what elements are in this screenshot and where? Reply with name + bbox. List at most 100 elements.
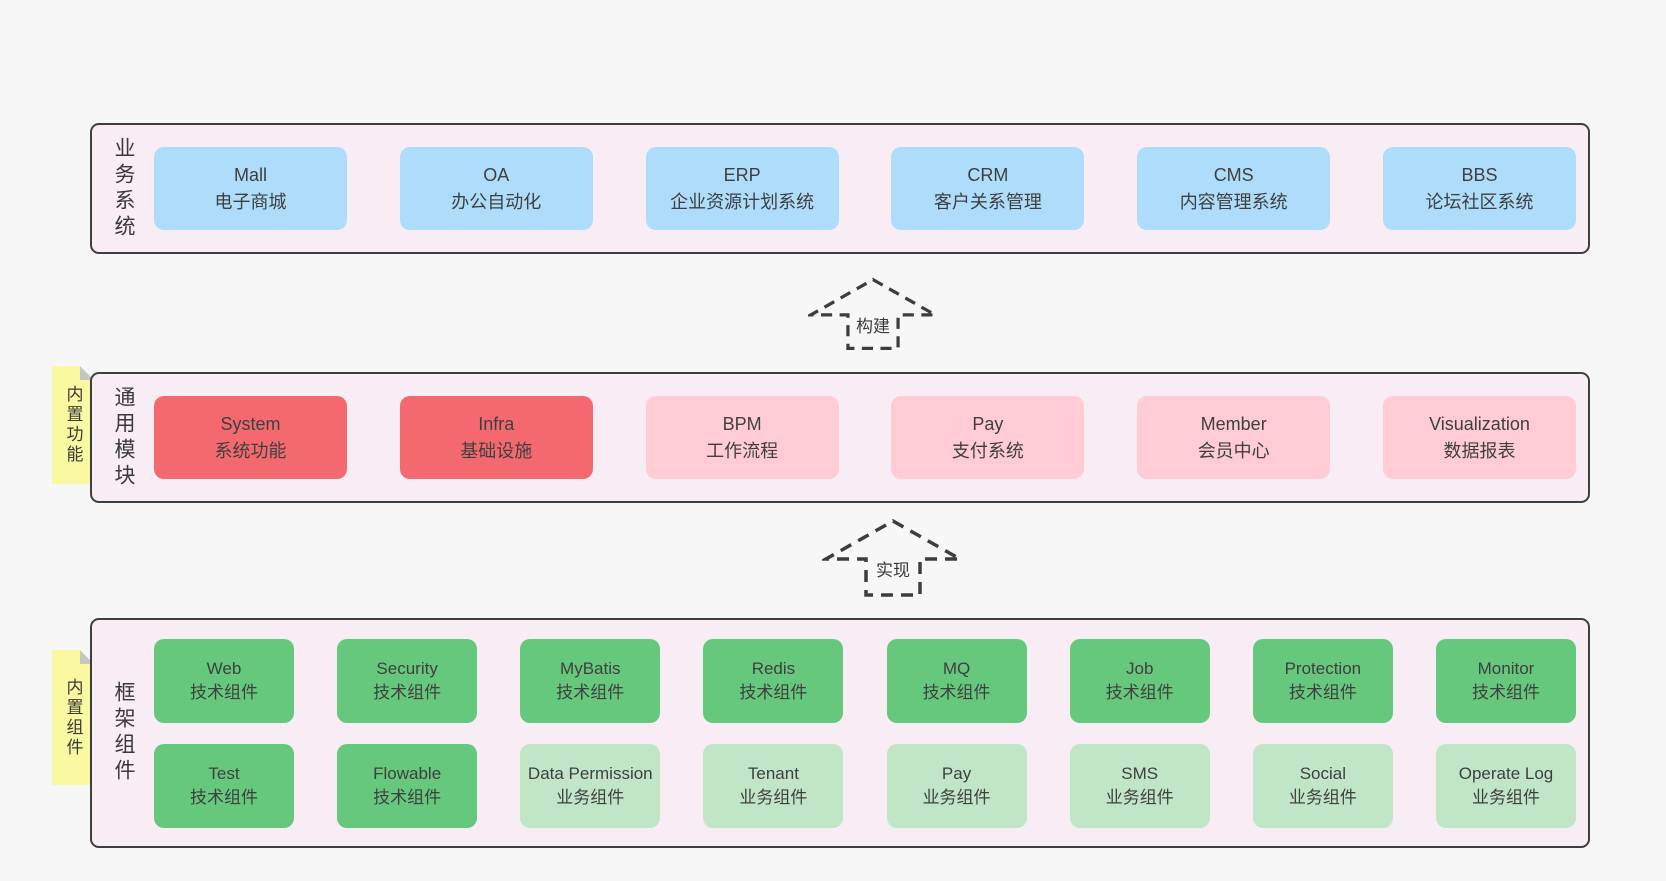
box-desc: 数据报表 (1443, 440, 1516, 461)
box-desc: 技术组件 (556, 682, 625, 702)
box-desc: 技术组件 (1471, 682, 1540, 702)
box-desc: 支付系统 (951, 440, 1024, 461)
box-name: Security (376, 658, 438, 678)
framework-components-panel: 框架组件 Web 技术组件 Security 技术组件 MyBatis 技术组件… (90, 618, 1590, 848)
panel-label-business: 业务系统 (112, 136, 135, 241)
sticky-label: 内置组件 (63, 677, 83, 758)
box-name: BBS (1461, 164, 1498, 185)
box-desc: 客户关系管理 (933, 191, 1042, 212)
dashed-up-arrow-icon (822, 518, 964, 597)
box-monitor: Monitor 技术组件 (1435, 638, 1576, 723)
box-name: Test (208, 763, 240, 783)
box-name: Monitor (1477, 658, 1535, 678)
box-name: Redis (751, 658, 796, 678)
box-desc: 技术组件 (190, 682, 258, 702)
box-desc: 企业资源计划系统 (670, 191, 815, 212)
box-desc: 业务组件 (1471, 787, 1540, 807)
common-modules-panel: 通用模块 System 系统功能 Infra 基础设施 BPM 工作流程 Pay… (90, 372, 1590, 503)
box-bpm: BPM 工作流程 (645, 396, 839, 479)
box-name: Operate Log (1458, 763, 1554, 783)
box-operate-log: Operate Log 业务组件 (1435, 743, 1576, 828)
box-system: System 系统功能 (154, 396, 347, 479)
box-name: ERP (723, 164, 761, 185)
box-name: BPM (722, 413, 762, 434)
box-desc: 技术组件 (922, 682, 991, 702)
box-flowable: Flowable 技术组件 (337, 743, 478, 828)
sticky-note-builtin-components: 内置组件 (52, 650, 94, 785)
box-desc: 系统功能 (214, 440, 287, 461)
box-crm: CRM 客户关系管理 (891, 147, 1085, 230)
business-systems-panel: 业务系统 Mall 电子商城 OA 办公自动化 ERP 企业资源计划系统 CRM… (90, 123, 1590, 254)
box-name: Data Permission (527, 763, 653, 783)
box-desc: 业务组件 (739, 787, 808, 807)
box-name: Pay (941, 763, 972, 783)
framework-boxes-row-2: Test 技术组件 Flowable 技术组件 Data Permission … (154, 743, 1588, 828)
box-desc: 基础设施 (460, 440, 533, 461)
box-desc: 技术组件 (739, 682, 808, 702)
business-boxes-row: Mall 电子商城 OA 办公自动化 ERP 企业资源计划系统 CRM 客户关系… (154, 125, 1588, 252)
box-mybatis: MyBatis 技术组件 (520, 638, 661, 723)
box-name: MyBatis (560, 658, 621, 678)
panel-label-framework: 框架组件 (112, 681, 135, 785)
box-name: Tenant (747, 763, 799, 783)
panel-label-modules: 通用模块 (112, 385, 135, 490)
box-mall: Mall 电子商城 (154, 147, 347, 230)
box-security: Security 技术组件 (337, 638, 478, 723)
box-desc: 会员中心 (1197, 440, 1270, 461)
box-desc: 论坛社区系统 (1425, 191, 1534, 212)
box-pay: Pay 支付系统 (891, 396, 1085, 479)
sticky-note-builtin-features: 内置功能 (52, 366, 94, 484)
box-name: Flowable (373, 763, 442, 783)
box-name: OA (483, 164, 510, 185)
implement-arrow-label: 实现 (873, 556, 913, 581)
box-name: Pay (972, 413, 1004, 434)
box-oa: OA 办公自动化 (399, 147, 593, 230)
box-desc: 业务组件 (1288, 787, 1357, 807)
build-arrow: 构建 (808, 274, 938, 354)
framework-boxes-row-1: Web 技术组件 Security 技术组件 MyBatis 技术组件 Redi… (154, 638, 1588, 723)
box-test: Test 技术组件 (154, 743, 294, 828)
box-erp: ERP 企业资源计划系统 (645, 147, 839, 230)
box-desc: 技术组件 (1288, 682, 1357, 702)
framework-boxes-grid: Web 技术组件 Security 技术组件 MyBatis 技术组件 Redi… (154, 620, 1588, 846)
box-member: Member 会员中心 (1137, 396, 1331, 479)
box-desc: 技术组件 (373, 787, 442, 807)
box-desc: 内容管理系统 (1179, 191, 1288, 212)
box-name: Web (206, 658, 242, 678)
box-cms: CMS 内容管理系统 (1137, 147, 1331, 230)
box-name: CRM (967, 164, 1009, 185)
implement-arrow: 实现 (822, 518, 964, 598)
dashed-up-arrow-icon (808, 277, 938, 350)
box-name: CMS (1213, 164, 1254, 185)
box-desc: 业务组件 (922, 787, 991, 807)
box-name: Infra (478, 413, 515, 434)
box-desc: 业务组件 (1105, 787, 1174, 807)
box-name: System (220, 413, 281, 434)
box-redis: Redis 技术组件 (703, 638, 844, 723)
box-desc: 技术组件 (1105, 682, 1174, 702)
box-mq: MQ 技术组件 (886, 638, 1027, 723)
box-name: Member (1200, 413, 1267, 434)
box-name: Visualization (1429, 413, 1530, 434)
box-desc: 工作流程 (706, 440, 779, 461)
box-visualization: Visualization 数据报表 (1382, 396, 1576, 479)
box-name: Protection (1284, 658, 1362, 678)
build-arrow-label: 构建 (853, 312, 893, 337)
box-desc: 电子商城 (214, 191, 287, 212)
box-protection: Protection 技术组件 (1252, 638, 1393, 723)
box-sms: SMS 业务组件 (1069, 743, 1210, 828)
box-name: SMS (1121, 763, 1159, 783)
modules-boxes-row: System 系统功能 Infra 基础设施 BPM 工作流程 Pay 支付系统… (154, 374, 1588, 501)
box-pay: Pay 业务组件 (886, 743, 1027, 828)
box-web: Web 技术组件 (154, 638, 294, 723)
box-name: MQ (942, 658, 971, 678)
box-name: Mall (233, 164, 267, 185)
box-infra: Infra 基础设施 (399, 396, 593, 479)
box-desc: 技术组件 (373, 682, 442, 702)
box-data-permission: Data Permission 业务组件 (520, 743, 661, 828)
sticky-label: 内置功能 (63, 385, 83, 465)
box-job: Job 技术组件 (1069, 638, 1210, 723)
box-name: Job (1125, 658, 1154, 678)
box-desc: 办公自动化 (451, 191, 542, 212)
